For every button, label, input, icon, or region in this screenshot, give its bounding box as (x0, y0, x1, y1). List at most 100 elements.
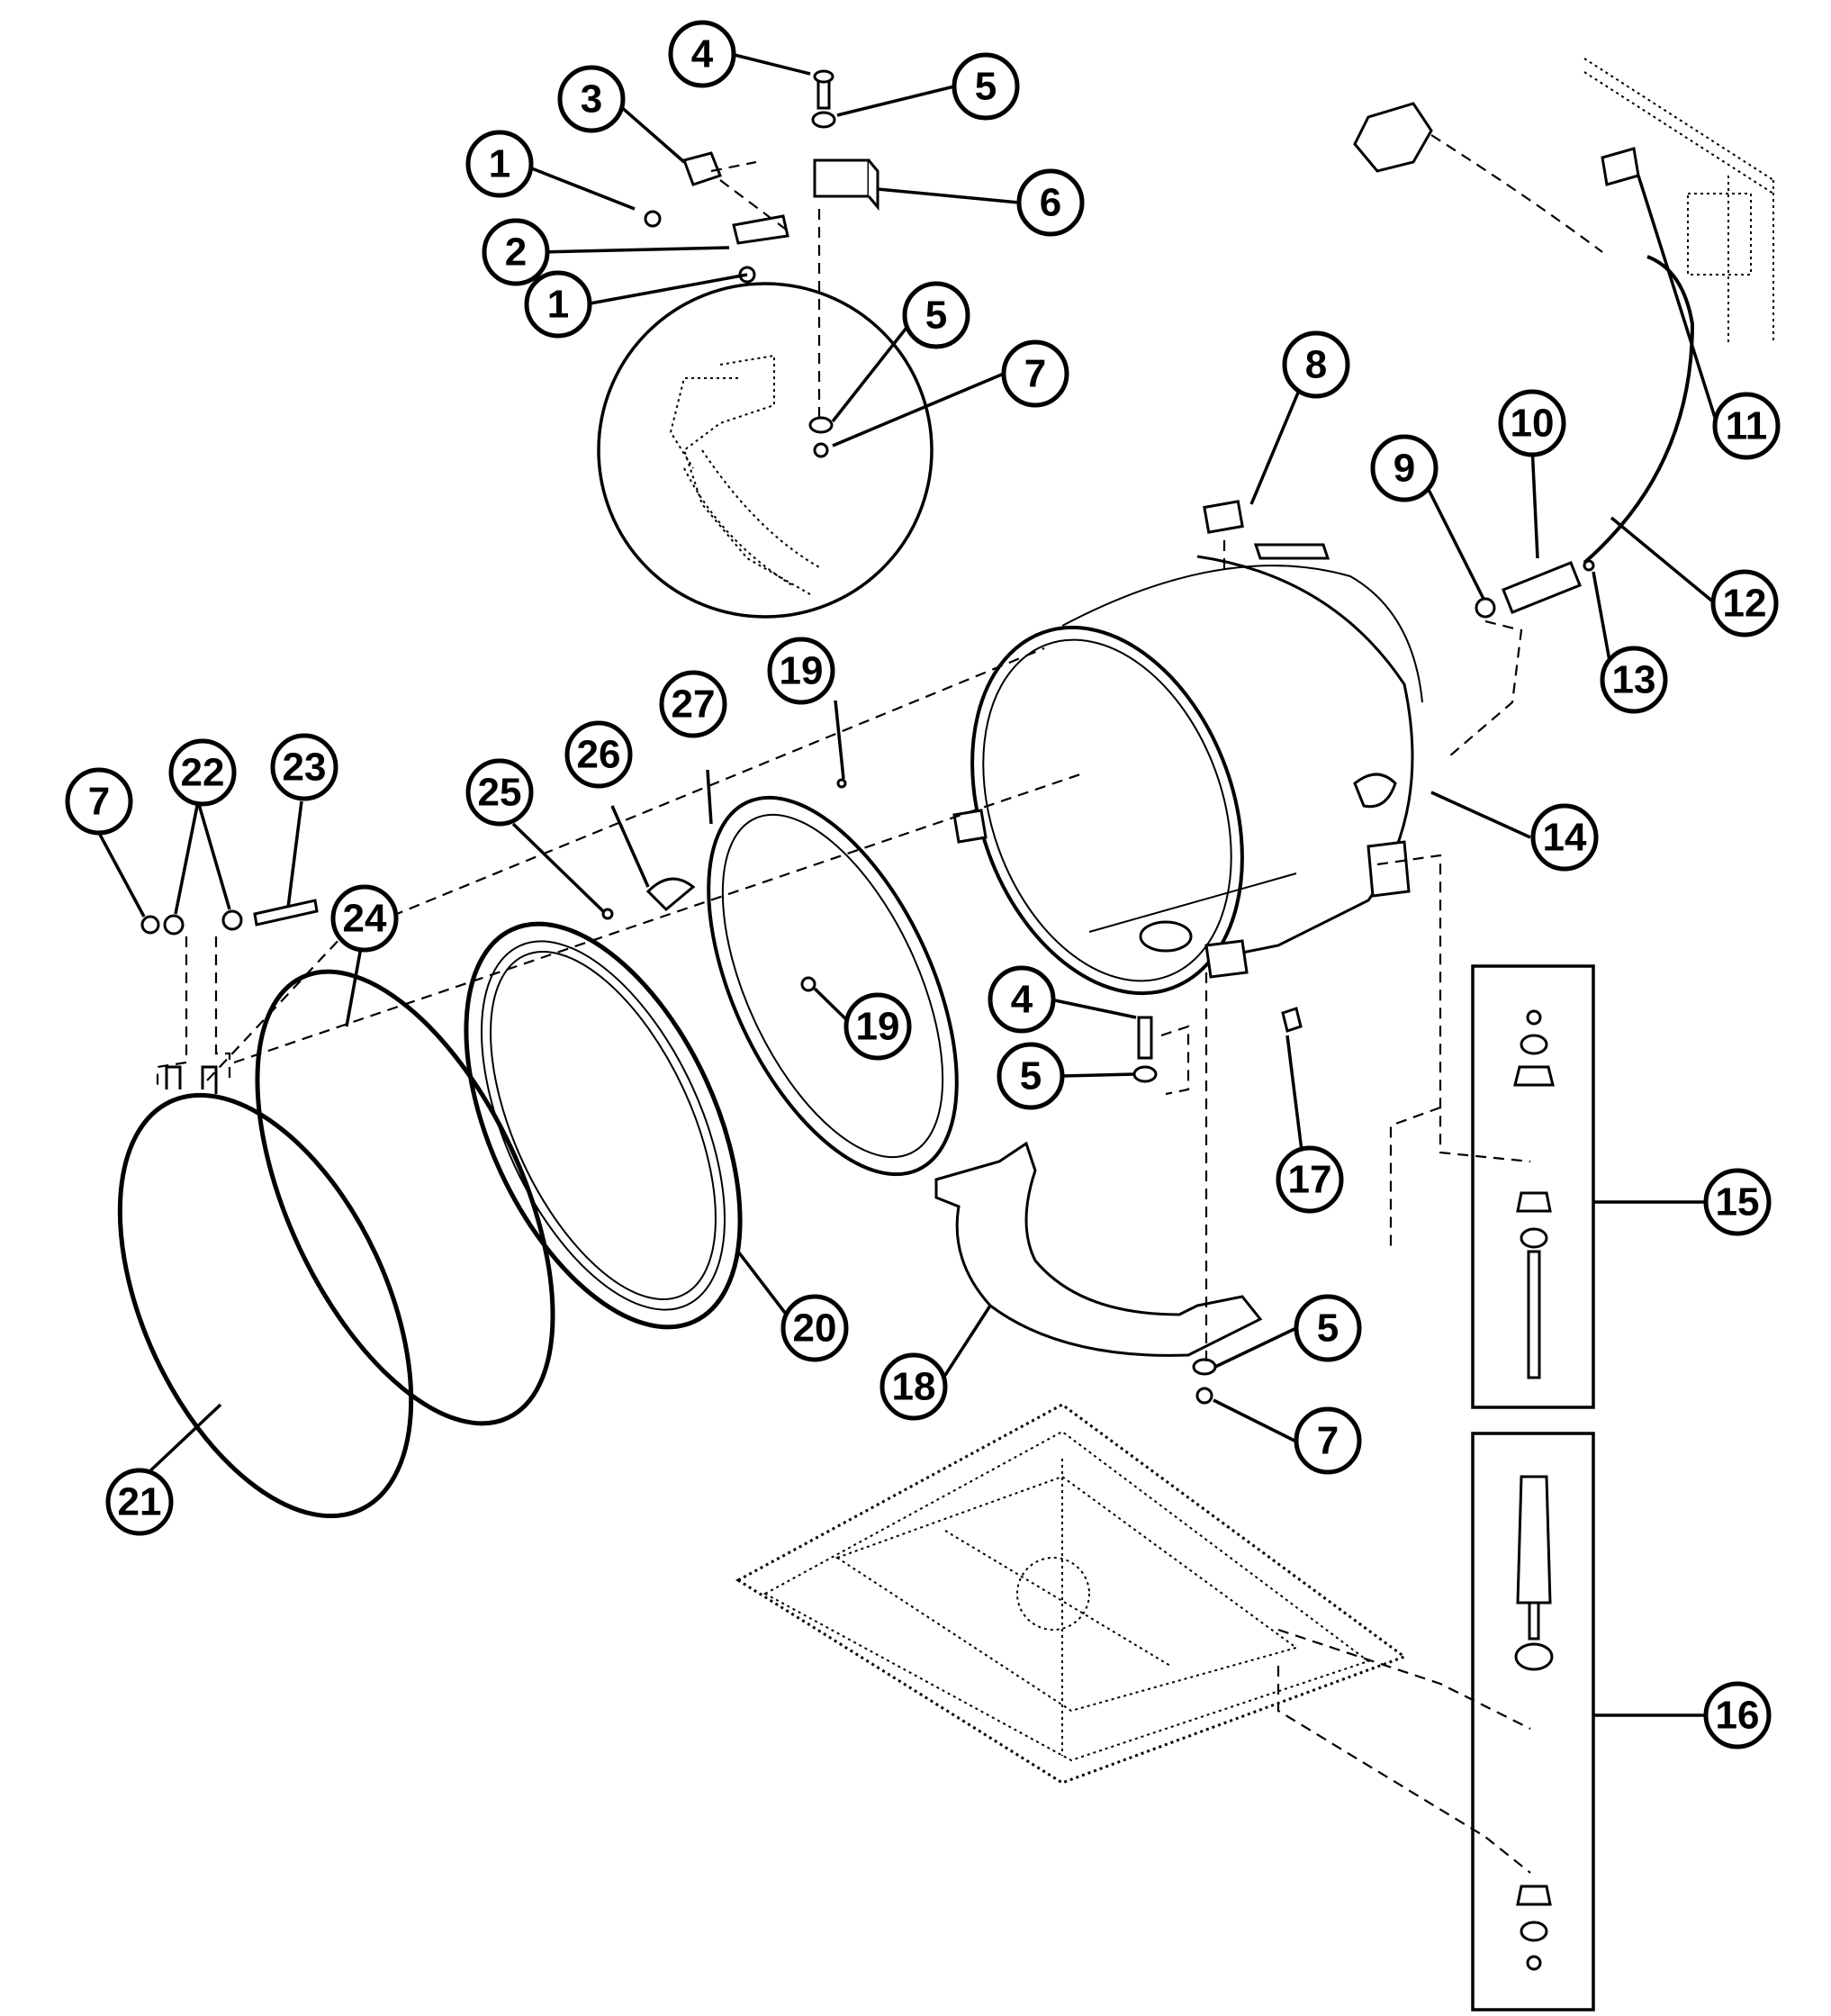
pressure-switch (1353, 102, 1433, 173)
callout-13: 13 (1600, 646, 1668, 714)
door-rings (117, 646, 1081, 1519)
svg-text:4: 4 (1011, 978, 1033, 1022)
callout-10: 10 (1498, 389, 1566, 457)
svg-text:12: 12 (1723, 582, 1767, 626)
callout-7-bottom: 7 (1294, 1406, 1362, 1475)
callout-5-top: 5 (952, 52, 1020, 121)
svg-text:6: 6 (1040, 181, 1061, 225)
svg-text:5: 5 (1317, 1306, 1339, 1351)
svg-text:19: 19 (856, 1005, 900, 1049)
svg-text:23: 23 (283, 746, 327, 790)
svg-text:3: 3 (581, 77, 602, 122)
svg-text:25: 25 (478, 771, 522, 815)
callout-3: 3 (557, 65, 626, 133)
callout-19-upper: 19 (767, 637, 835, 705)
svg-text:9: 9 (1394, 447, 1415, 491)
callout-23: 23 (270, 733, 338, 801)
screw-part-17 (1281, 1007, 1303, 1033)
washer-part-5 (811, 111, 836, 129)
callout-5-mid: 5 (997, 1042, 1065, 1110)
leader-lines (97, 52, 1719, 1717)
latch-part-2 (732, 214, 789, 245)
callout-20: 20 (780, 1294, 849, 1362)
bracket-part-11 (1601, 147, 1640, 186)
svg-text:8: 8 (1305, 343, 1327, 387)
callout-8: 8 (1282, 330, 1350, 399)
svg-text:17: 17 (1288, 1158, 1332, 1202)
callout-12: 12 (1710, 569, 1779, 637)
callout-24: 24 (330, 884, 399, 953)
callout-19-lower: 19 (843, 992, 912, 1061)
svg-text:5: 5 (1020, 1054, 1042, 1098)
callout-7-detail: 7 (1001, 339, 1069, 408)
screw-part-1-upper (644, 210, 662, 228)
svg-text:27: 27 (672, 683, 716, 727)
callout-5-bottom: 5 (1294, 1294, 1362, 1362)
svg-text:7: 7 (1024, 352, 1046, 396)
callout-22: 22 (168, 738, 237, 807)
svg-text:18: 18 (892, 1365, 936, 1409)
front-ring-part-27 (707, 795, 959, 1177)
svg-text:24: 24 (343, 897, 387, 941)
callout-2: 2 (482, 218, 550, 286)
bracket-part-6 (813, 158, 870, 198)
callout-14: 14 (1530, 803, 1599, 872)
callout-1-upper: 1 (465, 130, 534, 198)
svg-text:11: 11 (1726, 404, 1768, 448)
svg-text:14: 14 (1543, 816, 1587, 860)
svg-text:10: 10 (1511, 402, 1555, 446)
clamp-ring-part-21 (117, 1092, 414, 1519)
clamp-hardware (140, 899, 319, 1089)
svg-text:26: 26 (577, 733, 621, 777)
svg-text:7: 7 (88, 780, 110, 824)
detail-magnifier (597, 209, 934, 619)
callout-9: 9 (1370, 434, 1439, 502)
svg-text:22: 22 (181, 751, 225, 795)
base-frame (735, 1403, 1408, 1785)
svg-text:2: 2 (505, 231, 527, 275)
callout-17: 17 (1276, 1145, 1344, 1214)
callout-21: 21 (105, 1468, 174, 1536)
nut-part-9 (1475, 597, 1496, 619)
dampener-kit-part-16 (1276, 854, 1595, 2011)
spring-kit-part-15 (1471, 964, 1595, 1409)
clamp-part-13 (1583, 559, 1595, 572)
callout-4-upper: 4 (668, 20, 736, 88)
svg-text:1: 1 (489, 142, 510, 186)
callout-4-lower: 4 (988, 965, 1056, 1034)
svg-text:15: 15 (1716, 1180, 1760, 1225)
part-25 (601, 908, 614, 920)
hinge-hardware (644, 69, 879, 458)
fitting-part-10 (1502, 561, 1582, 614)
callout-7-left: 7 (65, 767, 133, 836)
svg-text:21: 21 (118, 1480, 162, 1524)
svg-text:5: 5 (925, 294, 947, 338)
part-26 (645, 877, 696, 912)
callout-5-detail: 5 (902, 281, 970, 349)
callout-1-lower: 1 (524, 270, 592, 339)
svg-text:5: 5 (975, 65, 997, 109)
callout-6: 6 (1016, 168, 1085, 237)
callout-26: 26 (564, 720, 633, 789)
callout-11: 11 (1712, 392, 1781, 460)
svg-text:19: 19 (780, 649, 824, 693)
callout-27: 27 (659, 670, 727, 738)
tub-part-14 (952, 500, 1423, 996)
callout-25: 25 (465, 758, 534, 827)
callouts: 1 1 2 3 4 4 5 5 5 5 6 7 7 7 8 9 10 11 12… (65, 20, 1781, 1749)
bellow-ring-part-20 (464, 921, 743, 1330)
svg-text:7: 7 (1317, 1419, 1339, 1463)
hose-part-12 (1583, 255, 1695, 565)
bolt-part-23 (253, 899, 319, 927)
svg-text:20: 20 (793, 1306, 837, 1351)
svg-text:4: 4 (691, 32, 714, 77)
gasket-part-24 (255, 969, 555, 1426)
svg-text:16: 16 (1716, 1694, 1760, 1738)
label-part-8 (1203, 500, 1244, 534)
svg-text:1: 1 (547, 283, 569, 327)
clip-part-3 (682, 151, 722, 186)
bracket-part-18 (934, 972, 1303, 1405)
svg-text:13: 13 (1612, 658, 1656, 702)
hose-assembly (1353, 58, 1774, 757)
